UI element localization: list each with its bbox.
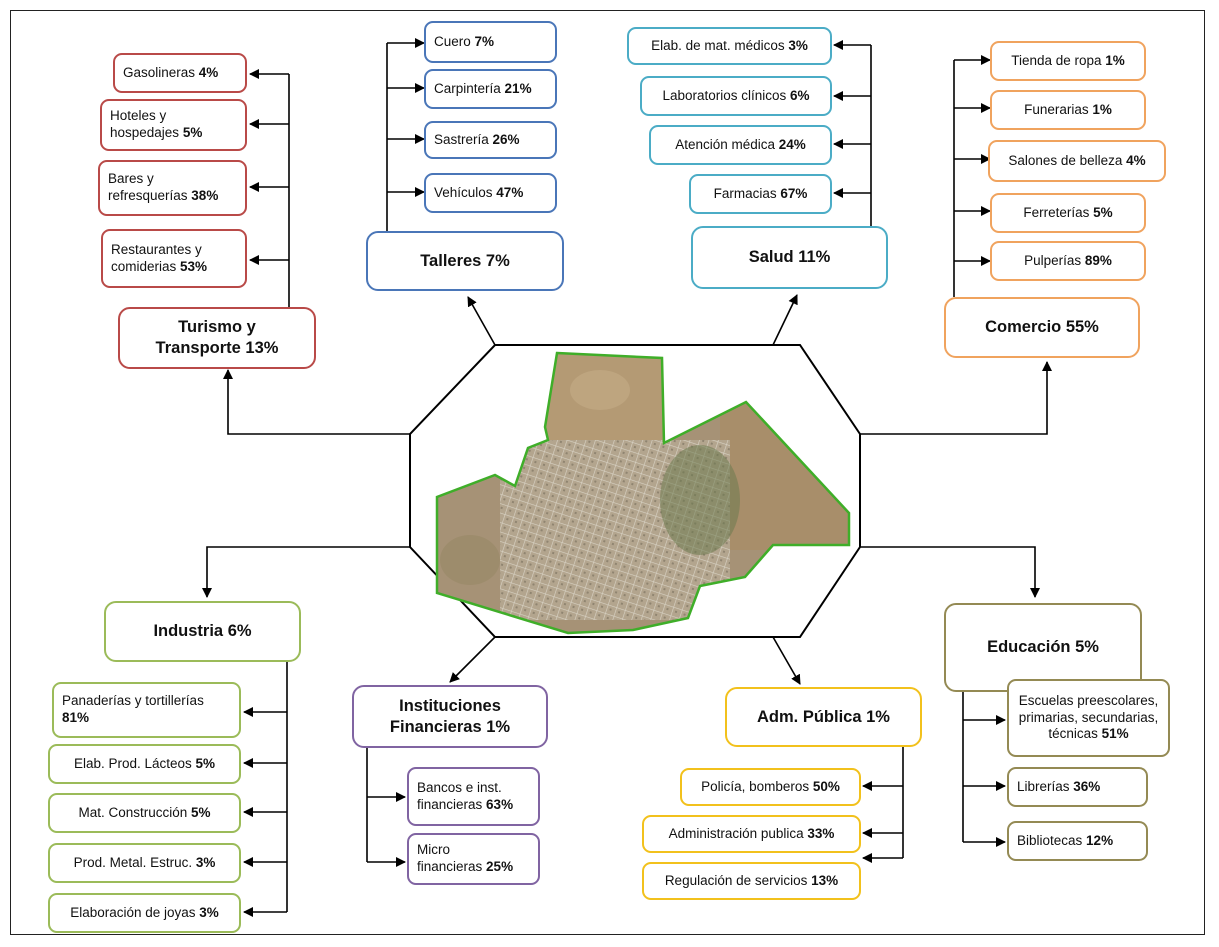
node-atencion-medica: Atención médica 24% xyxy=(649,125,832,165)
node-adm-publica: Adm. Pública 1% xyxy=(725,687,922,747)
node-talleres: Talleres 7% xyxy=(366,231,564,291)
node-policia-bomberos: Policía, bomberos 50% xyxy=(680,768,861,806)
node-metal-estruc: Prod. Metal. Estruc. 3% xyxy=(48,843,241,883)
node-vehiculos: Vehículos 47% xyxy=(424,173,557,213)
node-gasolineras: Gasolineras 4% xyxy=(113,53,247,93)
node-carpinteria: Carpintería 21% xyxy=(424,69,557,109)
node-cuero: Cuero 7% xyxy=(424,21,557,63)
node-salud: Salud 11% xyxy=(691,226,888,289)
node-joyas: Elaboración de joyas 3% xyxy=(48,893,241,933)
node-librerias: Librerías 36% xyxy=(1007,767,1148,807)
node-laboratorios: Laboratorios clínicos 6% xyxy=(640,76,832,116)
node-construccion: Mat. Construcción 5% xyxy=(48,793,241,833)
node-comercio: Comercio 55% xyxy=(944,297,1140,358)
node-regulacion-servicios: Regulación de servicios 13% xyxy=(642,862,861,900)
node-bibliotecas: Bibliotecas 12% xyxy=(1007,821,1148,861)
node-lacteos: Elab. Prod. Lácteos 5% xyxy=(48,744,241,784)
node-industria: Industria 6% xyxy=(104,601,301,662)
node-ferreterias: Ferreterías 5% xyxy=(990,193,1146,233)
node-sastreria: Sastrería 26% xyxy=(424,121,557,159)
node-elab-mat-medicos: Elab. de mat. médicos 3% xyxy=(627,27,832,65)
node-tienda-ropa: Tienda de ropa 1% xyxy=(990,41,1146,81)
node-educacion: Educación 5% xyxy=(944,603,1142,692)
node-bancos: Bancos e inst.financieras 63% xyxy=(407,767,540,826)
node-pulperias: Pulperías 89% xyxy=(990,241,1146,281)
node-farmacias: Farmacias 67% xyxy=(689,174,832,214)
node-escuelas: Escuelas preescolares,primarias, secunda… xyxy=(1007,679,1170,757)
node-administracion-publica: Administración publica 33% xyxy=(642,815,861,853)
node-funerarias: Funerarias 1% xyxy=(990,90,1146,130)
node-salones-belleza: Salones de belleza 4% xyxy=(988,140,1166,182)
outer-frame xyxy=(10,10,1205,935)
